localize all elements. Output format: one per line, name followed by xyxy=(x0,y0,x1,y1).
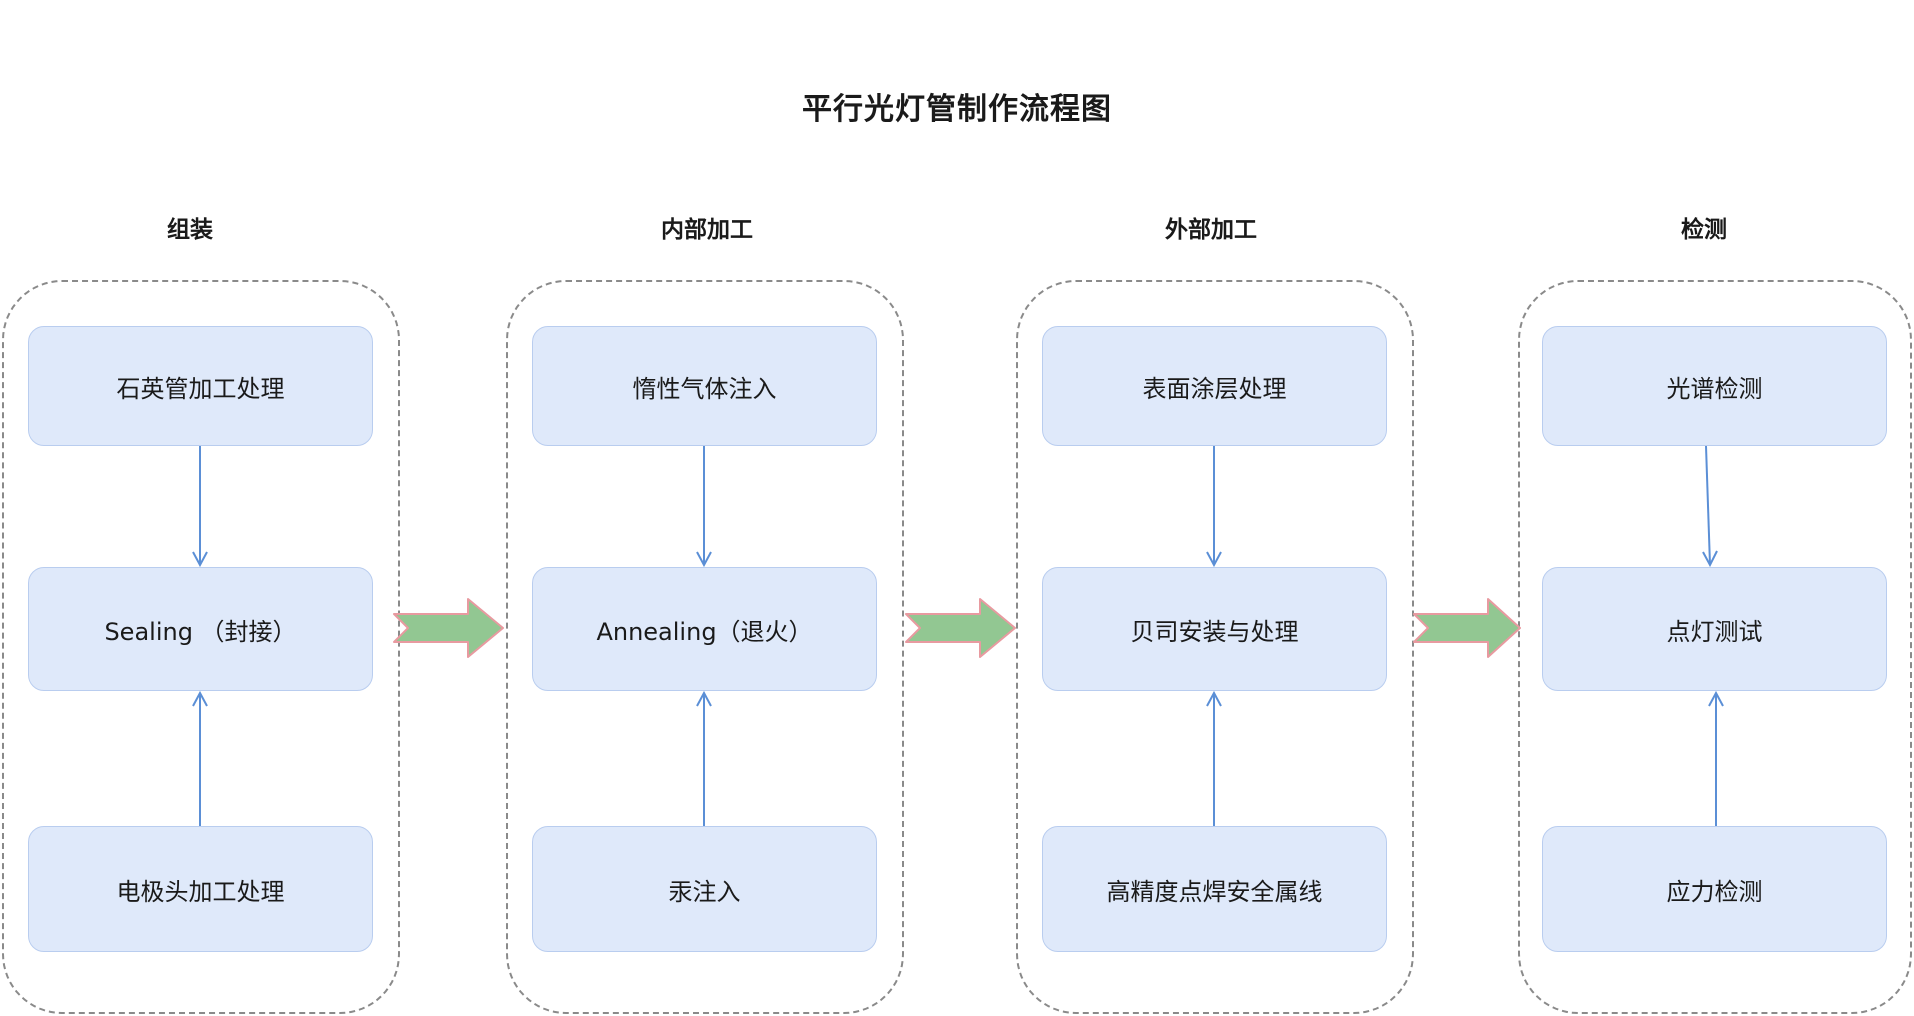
node-label: 应力检测 xyxy=(1666,877,1763,906)
node-label: Sealing （封接） xyxy=(104,617,297,646)
diagram-title: 平行光灯管制作流程图 xyxy=(802,92,1112,127)
node-annealing[interactable]: Annealing（退火） xyxy=(532,567,877,691)
node-label: Annealing（退火） xyxy=(596,617,813,646)
node-label: 光谱检测 xyxy=(1666,374,1763,403)
group-label-external: 外部加工 xyxy=(1165,217,1257,243)
node-label: 石英管加工处理 xyxy=(116,374,285,403)
stage-arrow-3 xyxy=(1413,598,1521,658)
node-spot-welding[interactable]: 高精度点焊安全属线 xyxy=(1042,826,1387,952)
node-electrode-processing[interactable]: 电极头加工处理 xyxy=(28,826,373,952)
node-label: 表面涂层处理 xyxy=(1142,374,1287,403)
stage-arrow-2 xyxy=(905,598,1016,658)
node-label: 点灯测试 xyxy=(1666,617,1763,646)
node-sealing[interactable]: Sealing （封接） xyxy=(28,567,373,691)
node-quartz-tube-processing[interactable]: 石英管加工处理 xyxy=(28,326,373,446)
node-label: 汞注入 xyxy=(668,877,741,906)
node-inert-gas-injection[interactable]: 惰性气体注入 xyxy=(532,326,877,446)
group-label-inspection: 检测 xyxy=(1681,217,1727,243)
node-spectral-inspection[interactable]: 光谱检测 xyxy=(1542,326,1887,446)
node-lighting-test[interactable]: 点灯测试 xyxy=(1542,567,1887,691)
group-label-internal: 内部加工 xyxy=(661,217,753,243)
node-base-installation[interactable]: 贝司安装与处理 xyxy=(1042,567,1387,691)
node-label: 高精度点焊安全属线 xyxy=(1106,877,1323,906)
node-surface-coating[interactable]: 表面涂层处理 xyxy=(1042,326,1387,446)
node-label: 贝司安装与处理 xyxy=(1130,617,1299,646)
node-label: 惰性气体注入 xyxy=(632,374,777,403)
node-mercury-injection[interactable]: 汞注入 xyxy=(532,826,877,952)
group-label-assembly: 组装 xyxy=(167,217,213,243)
stage-arrow-1 xyxy=(393,598,504,658)
node-label: 电极头加工处理 xyxy=(116,877,285,906)
node-stress-inspection[interactable]: 应力检测 xyxy=(1542,826,1887,952)
group-internal xyxy=(506,280,904,1014)
